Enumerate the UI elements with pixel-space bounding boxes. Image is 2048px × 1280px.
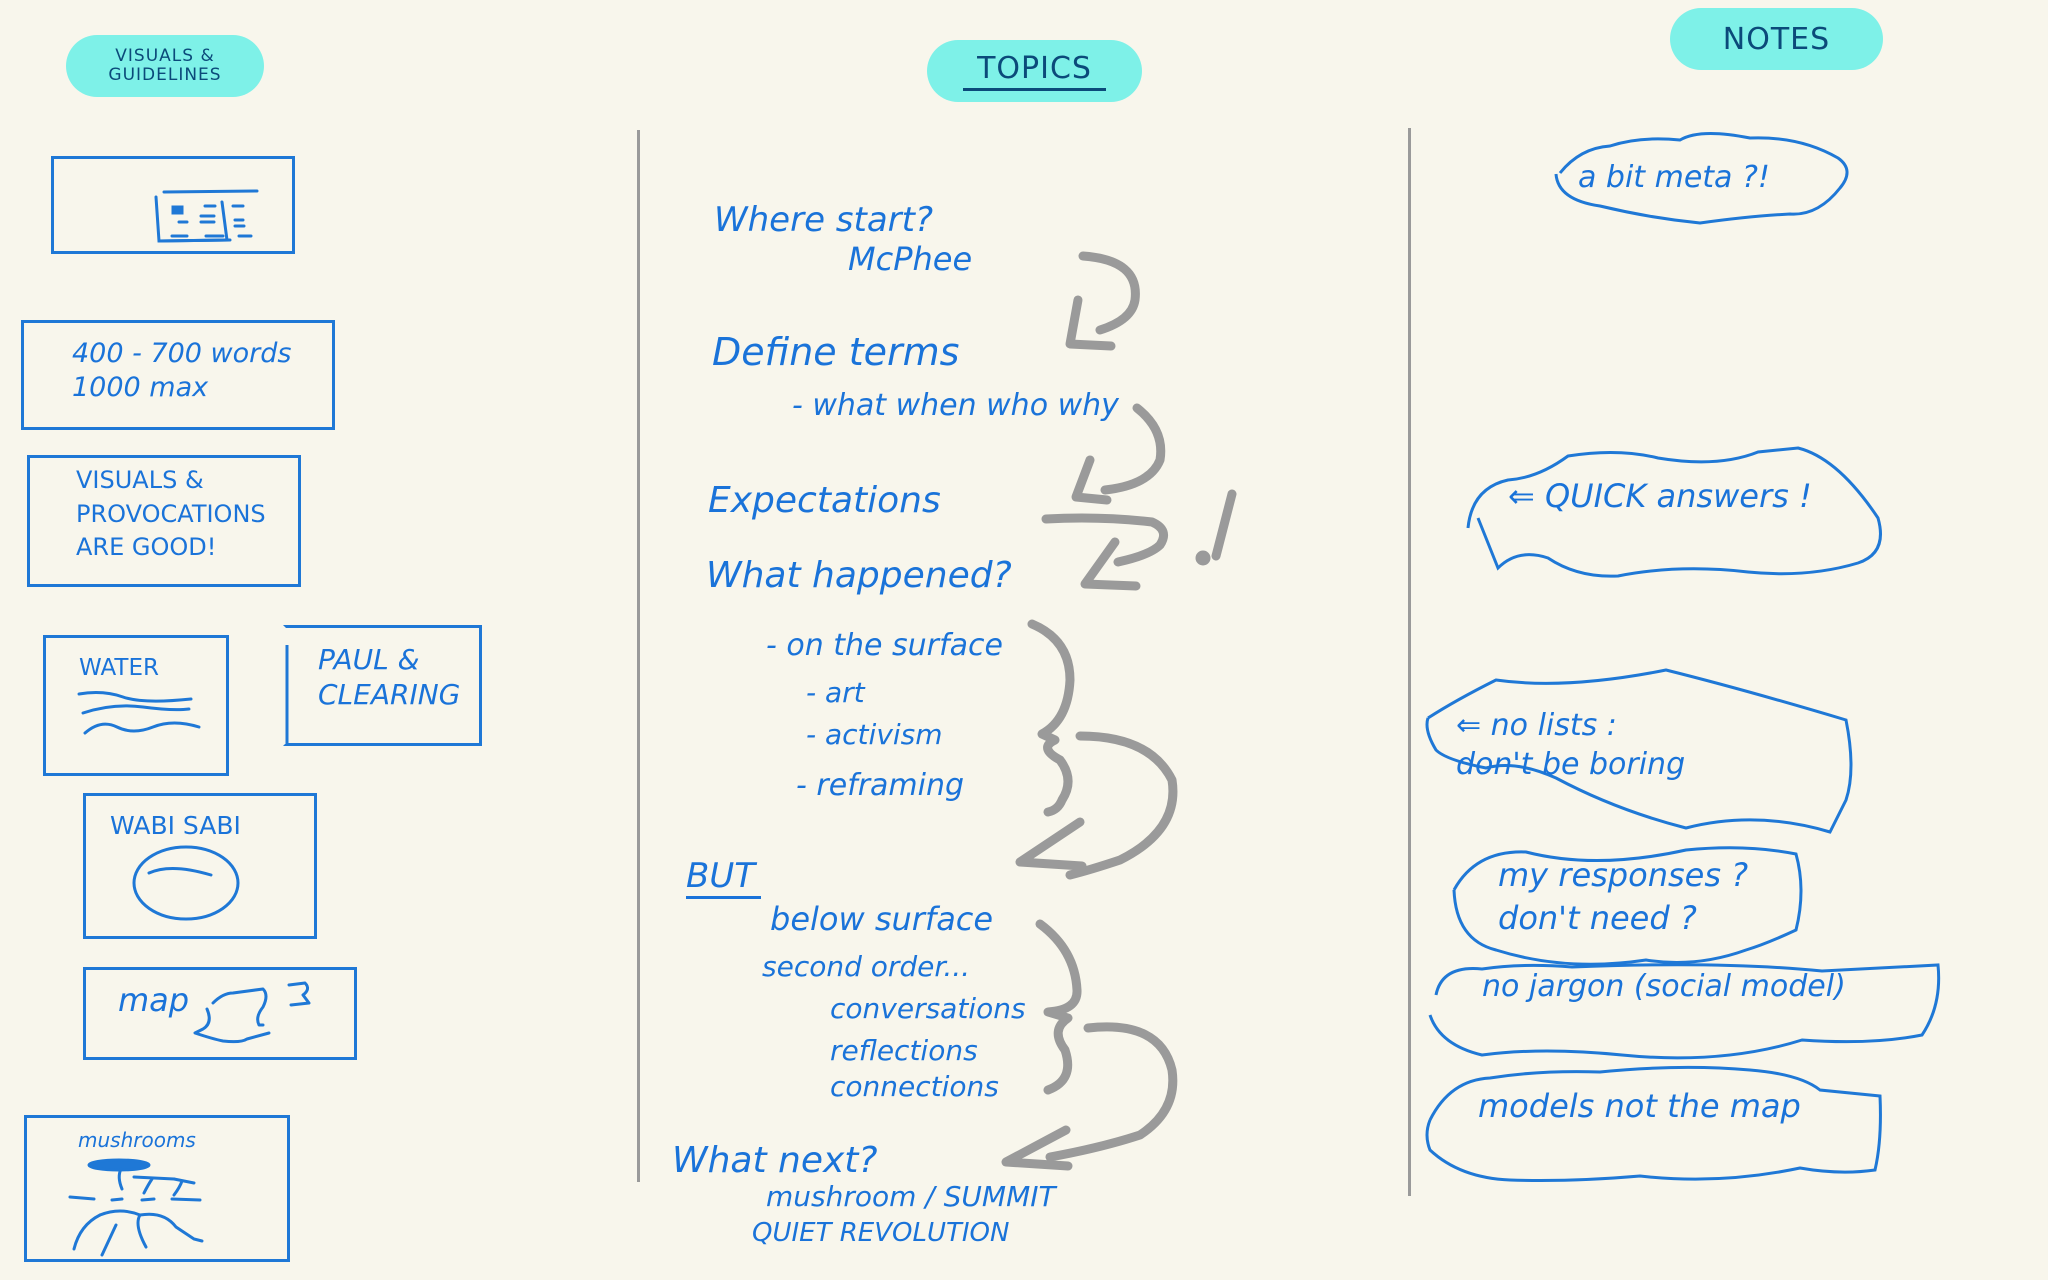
speech-bubble-outline [1466, 446, 1882, 578]
speech-bubble-outline [1554, 131, 1849, 225]
topic-what-happened: What happened? [706, 555, 1012, 596]
topic-define-terms: Define terms [712, 330, 960, 374]
curly-brace-icon [1027, 619, 1075, 817]
table-sketch-card[interactable] [51, 156, 295, 254]
guidelines-header-line2: GUIDELINES [108, 65, 222, 85]
paul-clearing-text: PAUL & CLEARING [318, 643, 461, 711]
table-sketch-icon [154, 189, 259, 243]
note-no-lists-text: ⇐ no lists : don't be boring [1456, 708, 1686, 782]
speech-bubble-outline [1428, 963, 1941, 1060]
guidelines-header-line1: VISUALS & [115, 46, 215, 67]
guidelines-header: VISUALS & GUIDELINES [66, 35, 264, 97]
paul-clearing-card[interactable]: PAUL & CLEARING [283, 625, 482, 746]
map-outline-icon [193, 981, 311, 1044]
wabi-sabi-card[interactable]: WABI SABI [83, 793, 317, 939]
note-my-responses[interactable]: my responses ? don't need ? [1446, 830, 1806, 970]
note-no-jargon-text: no jargon (social model) [1482, 969, 1846, 1004]
note-no-jargon[interactable]: no jargon (social model) [1422, 955, 1946, 1075]
note-a-bit-meta-text: a bit meta ?! [1578, 160, 1770, 195]
flow-arrow-icon [1045, 1022, 1178, 1162]
exclamation-mark-icon [1211, 489, 1237, 561]
water-card[interactable]: WATER [43, 635, 229, 776]
flow-arrow-icon [1065, 731, 1178, 880]
water-text: WATER [79, 655, 159, 681]
topic-second-order: second order... [762, 950, 971, 983]
flow-arrow-icon [1080, 537, 1141, 591]
topics-header-label: TOPICS [963, 51, 1106, 91]
topic-expectations: Expectations [708, 480, 941, 521]
speech-bubble-outline [1452, 846, 1803, 966]
topic-mcphee: McPhee [848, 240, 973, 278]
note-a-bit-meta[interactable]: a bit meta ?! [1550, 128, 1855, 226]
topic-connections: connections [830, 1070, 999, 1103]
note-models-not-map-text: models not the map [1478, 1087, 1801, 1125]
topic-below-surface: below surface [770, 900, 994, 938]
notes-header-label: NOTES [1722, 21, 1831, 57]
map-card[interactable]: map [83, 967, 357, 1060]
note-quick-answers-text: ⇐ QUICK answers ! [1508, 477, 1812, 515]
word-count-card[interactable]: 400 - 700 words 1000 max [21, 320, 335, 430]
note-quick-answers[interactable]: ⇐ QUICK answers ! [1458, 438, 1898, 584]
note-models-not-map[interactable]: models not the map [1420, 1060, 1884, 1190]
mushrooms-text: mushrooms [78, 1128, 196, 1152]
topic-on-the-surface: - on the surface [766, 628, 1003, 663]
visuals-provocations-card[interactable]: VISUALS & PROVOCATIONS ARE GOOD! [27, 455, 301, 587]
right-column-divider [1408, 128, 1411, 1196]
topic-but: BUT [686, 856, 761, 899]
note-no-lists[interactable]: ⇐ no lists : don't be boring [1416, 660, 1856, 840]
topic-art: - art [806, 676, 865, 709]
note-my-responses-text: my responses ? don't need ? [1498, 856, 1749, 938]
mushrooms-card[interactable]: mushrooms [24, 1115, 290, 1262]
topic-conversations: conversations [830, 992, 1026, 1025]
word-count-text: 400 - 700 words 1000 max [72, 338, 292, 403]
topic-quiet-revolution: QUIET REVOLUTION [752, 1218, 1010, 1248]
left-column-divider [637, 130, 640, 1182]
topic-mushroom-summit: mushroom / SUMMIT [766, 1180, 1056, 1213]
curly-brace-icon [1035, 919, 1082, 1095]
flow-arrow-icon [1078, 251, 1140, 335]
notes-header: NOTES [1670, 8, 1883, 70]
topic-reframing: - reframing [796, 768, 965, 803]
wabi-sabi-text: WABI SABI [110, 811, 241, 840]
topic-what-next: What next? [672, 1140, 878, 1181]
speech-bubble-outline [1425, 1065, 1882, 1182]
map-text: map [118, 981, 190, 1019]
topic-where-start: Where start? [714, 200, 934, 240]
water-waves-icon [77, 691, 201, 735]
visuals-provocations-text: VISUALS & PROVOCATIONS ARE GOOD! [76, 466, 266, 562]
enso-circle-icon [132, 845, 240, 921]
topic-reflections: reflections [830, 1034, 978, 1067]
mushrooms-sketch-icon [68, 1158, 204, 1257]
speech-bubble-outline [1425, 668, 1853, 834]
topic-what-when-who-why: - what when who why [792, 388, 1119, 423]
topic-activism: - activism [806, 718, 943, 751]
card-edge-stroke [285, 645, 289, 743]
topics-header: TOPICS [927, 40, 1142, 102]
